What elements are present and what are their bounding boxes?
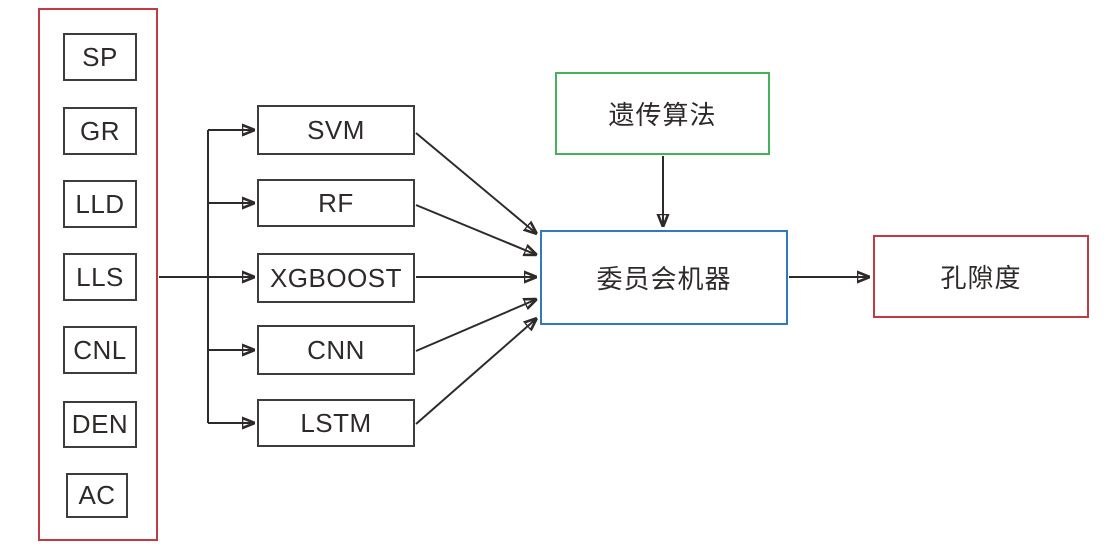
model-box-xgboost: XGBOOST	[257, 253, 415, 303]
committee-machine-box: 委员会机器	[540, 230, 788, 325]
porosity-output-box: 孔隙度	[873, 235, 1089, 318]
input-box-ac: AC	[66, 473, 128, 518]
model-box-rf: RF	[257, 179, 415, 227]
model-box-lstm: LSTM	[257, 399, 415, 447]
input-box-sp: SP	[63, 33, 137, 81]
connector-lstm-to-committee	[415, 318, 537, 425]
connector-rf-to-committee	[415, 204, 537, 255]
input-box-lls: LLS	[63, 253, 137, 301]
input-box-cnl: CNL	[63, 326, 137, 374]
model-box-cnn: CNN	[257, 325, 415, 375]
input-logs-panel	[38, 8, 158, 541]
connector-svm-to-committee	[415, 132, 537, 234]
model-box-svm: SVM	[257, 105, 415, 155]
input-box-den: DEN	[63, 401, 137, 448]
connector-cnn-to-committee	[415, 299, 537, 352]
genetic-algorithm-box: 遗传算法	[555, 72, 770, 155]
input-box-gr: GR	[63, 107, 137, 155]
input-box-lld: LLD	[63, 180, 137, 228]
